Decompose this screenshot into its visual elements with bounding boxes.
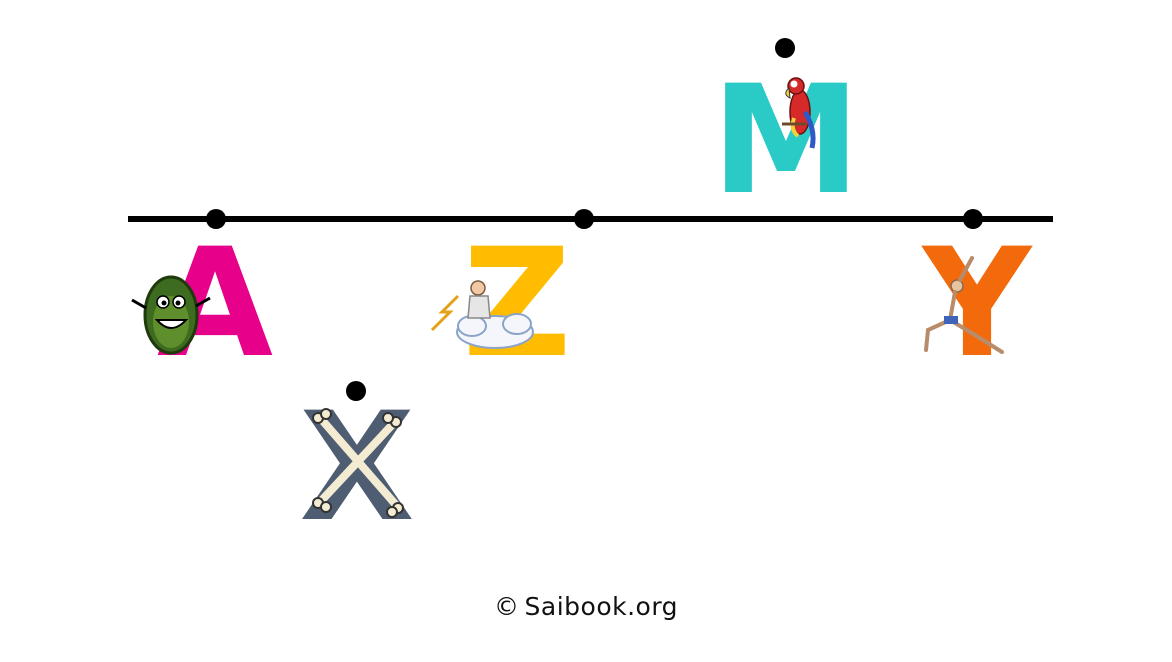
letter-m: M bbox=[711, 54, 860, 228]
avocado-icon bbox=[131, 275, 211, 355]
point-a bbox=[206, 209, 226, 229]
footer: © Saibook.org bbox=[0, 592, 1172, 621]
point-x bbox=[346, 381, 366, 401]
point-m bbox=[775, 38, 795, 58]
yoga-figure-icon bbox=[924, 256, 1004, 354]
label-x: X bbox=[299, 381, 415, 555]
site-name: Saibook.org bbox=[524, 592, 679, 621]
parrot-icon bbox=[782, 77, 816, 149]
copyright-icon: © bbox=[493, 592, 520, 621]
label-z: Z bbox=[430, 217, 571, 391]
label-m: M bbox=[711, 54, 860, 228]
point-z bbox=[574, 209, 594, 229]
bones-icon bbox=[312, 408, 404, 518]
point-y bbox=[963, 209, 983, 229]
letter-y: Y bbox=[921, 217, 1034, 391]
label-y: Y bbox=[921, 217, 1034, 391]
label-a: A bbox=[131, 217, 273, 391]
zeus-cloud-icon bbox=[430, 280, 534, 349]
